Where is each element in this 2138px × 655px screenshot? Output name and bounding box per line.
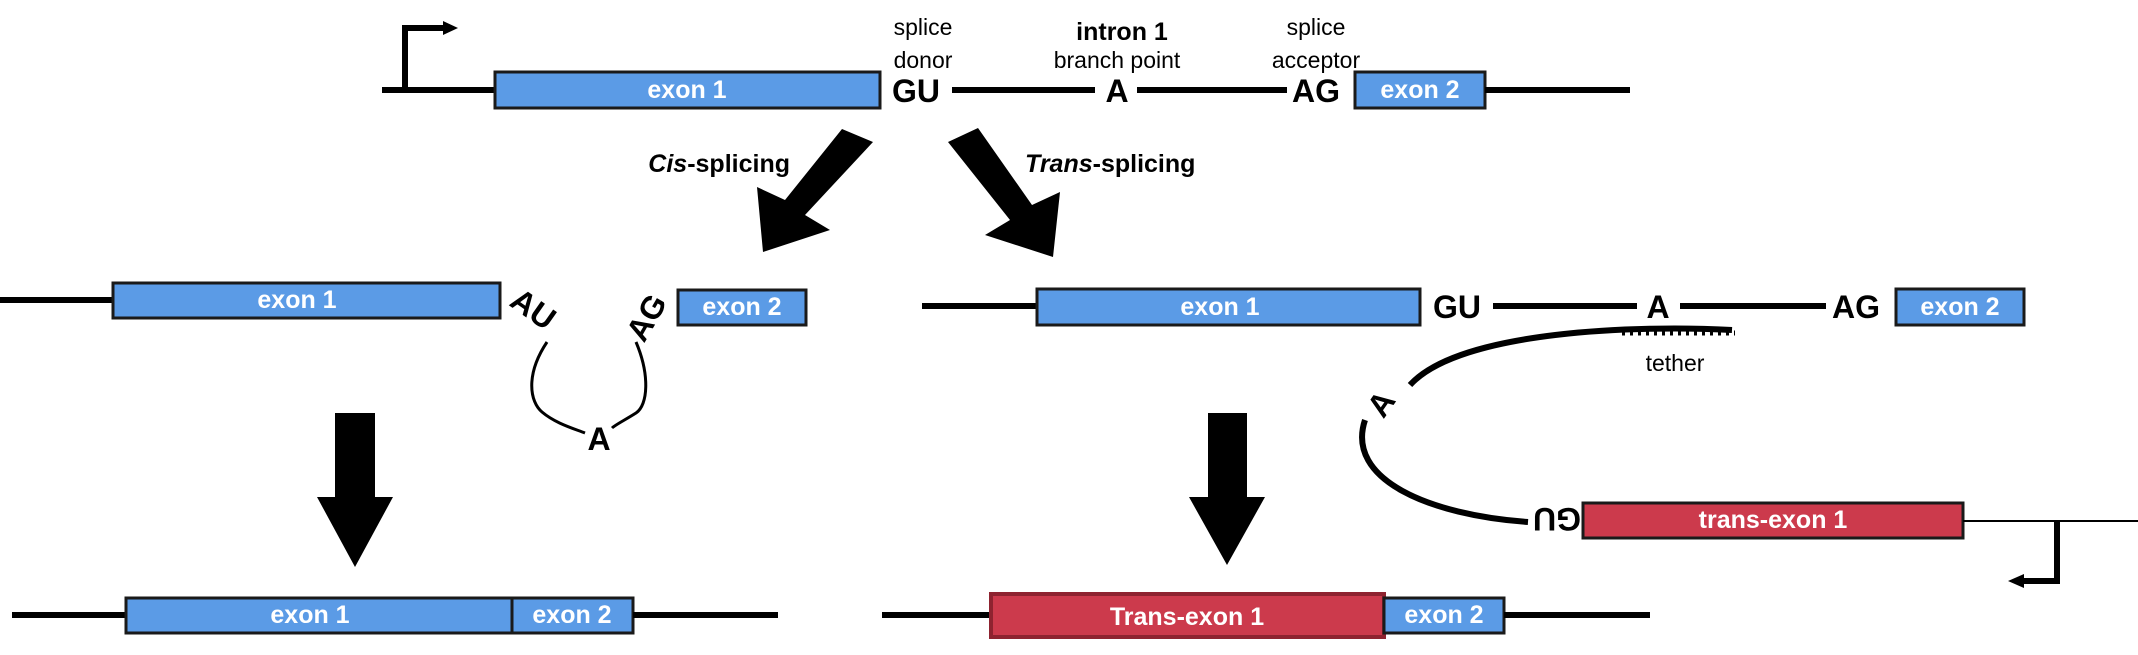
label-splice-donor-2: donor (894, 47, 953, 73)
cis-acceptor-site: AG (619, 288, 674, 348)
trans-acceptor-site: AG (1832, 289, 1880, 325)
cis-exon1-label: exon 1 (257, 286, 336, 314)
trans-lariat-arc-bottom (1359, 419, 1529, 525)
trans-product-exon-label: Trans-exon 1 (1110, 603, 1264, 631)
gene-branch-site: A (1105, 73, 1128, 109)
trans-intermediate: exon 1 GU A AG exon 2 tether A GU trans-… (922, 287, 2138, 588)
cis-exon1-box (111, 281, 502, 320)
promoter-arrow (402, 25, 445, 90)
trans-lariat-branch: A (1360, 384, 1403, 424)
trans-promoter-arrowhead-icon (2008, 574, 2024, 588)
cis-product-arrow (317, 413, 393, 567)
gene-exon1-box (493, 70, 882, 110)
trans-exon2-label: exon 2 (1920, 293, 1999, 321)
cis-donor-site: AU (504, 281, 563, 337)
gene-exon2-label: exon 2 (1380, 76, 1459, 104)
promoter-arrowhead-icon (443, 21, 458, 35)
cis-intermediate: exon 1 AU AG exon 2 A (0, 281, 808, 457)
label-splice-acceptor-1: splice (1287, 14, 1346, 40)
trans-product-exon2-label: exon 2 (1404, 601, 1483, 629)
trans-exon1-label: exon 1 (1180, 293, 1259, 321)
trans-splicing-label: Trans-splicing (1025, 150, 1195, 178)
cis-branch-site: A (587, 421, 610, 457)
cis-product-exon2-label: exon 2 (532, 601, 611, 629)
gene-exon2-box (1353, 70, 1487, 110)
cis-splicing-label: Cis-splicing (648, 150, 790, 178)
cis-splicing-arrow (757, 129, 873, 252)
trans-exon2-box (1894, 287, 2026, 327)
gene-structure: exon 1 GU A AG exon 2 splice donor intro… (382, 14, 1630, 110)
cis-lariat-right (610, 341, 648, 430)
trans-exon-label: trans-exon 1 (1699, 506, 1848, 534)
trans-exon-donor-site: GU (1533, 501, 1581, 537)
label-intron: intron 1 (1076, 18, 1168, 46)
trans-exon-box (1581, 501, 1965, 540)
trans-donor-site: GU (1433, 289, 1481, 325)
cis-product: exon 1 exon 2 (12, 596, 778, 635)
gene-donor-site: GU (892, 73, 940, 109)
trans-lariat-arc-top (1407, 325, 1733, 388)
cis-product-exon1-box (124, 596, 514, 635)
cis-product-exon1-label: exon 1 (270, 601, 349, 629)
cis-exon2-label: exon 2 (702, 293, 781, 321)
cis-exon2-box (676, 288, 808, 327)
gene-acceptor-site: AG (1292, 73, 1340, 109)
trans-product: Trans-exon 1 exon 2 (882, 592, 1650, 639)
label-splice-acceptor-2: acceptor (1272, 47, 1361, 73)
tether-label: tether (1646, 350, 1705, 376)
trans-splicing-arrow (948, 128, 1060, 257)
trans-branch-site: A (1646, 289, 1669, 325)
label-branch-point: branch point (1054, 47, 1181, 73)
cis-lariat-left (530, 341, 586, 435)
trans-exon1-box (1035, 287, 1422, 327)
label-splice-donor-1: splice (894, 14, 953, 40)
trans-promoter-arrow (2022, 521, 2060, 584)
gene-exon1-label: exon 1 (647, 76, 726, 104)
cis-product-exon2-box (510, 596, 635, 635)
trans-product-arrow (1189, 413, 1265, 565)
